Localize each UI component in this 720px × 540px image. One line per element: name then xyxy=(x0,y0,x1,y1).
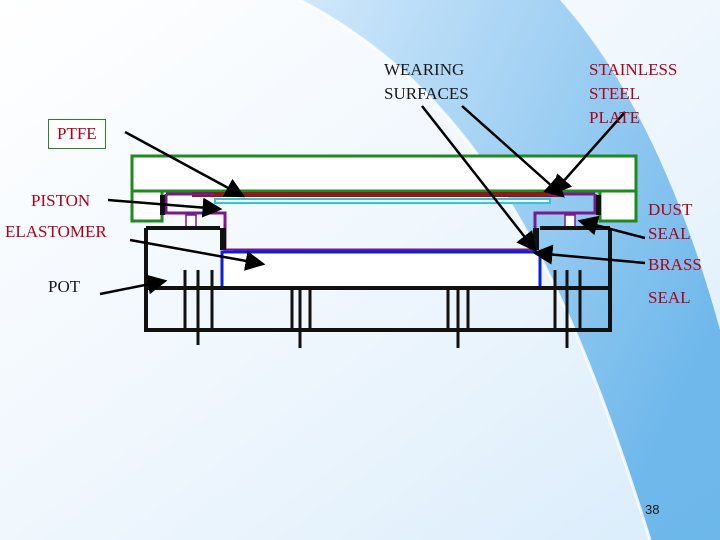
label-steel-line1: STAINLESS xyxy=(589,60,678,79)
label-ptfe: PTFE xyxy=(48,119,106,149)
label-steel-line2: STEEL xyxy=(589,84,640,103)
anchor-bolts xyxy=(183,270,582,348)
leader-lines xyxy=(99,105,646,296)
label-stainless-steel-plate: STAINLESS STEEL PLATE xyxy=(589,58,677,130)
page-number: 38 xyxy=(645,502,660,517)
label-wearing-line1: WEARING xyxy=(384,60,465,79)
decorative-swoosh xyxy=(300,0,720,540)
label-dust-line1: DUST xyxy=(648,200,693,219)
top-plate-right-lug xyxy=(598,189,638,223)
label-wearing-line2: SURFACES xyxy=(384,84,469,103)
label-pot: POT xyxy=(48,277,81,296)
top-plate-left-lug xyxy=(130,189,164,223)
label-elastomer: ELASTOMER xyxy=(5,222,107,241)
label-brass: BRASS xyxy=(648,255,702,274)
stainless-steel-plate xyxy=(192,192,564,197)
dust-seal-right xyxy=(564,214,576,228)
label-steel-line3: PLATE xyxy=(589,108,640,127)
ptfe-layer xyxy=(214,198,551,204)
label-dust-seal: DUST SEAL xyxy=(648,198,692,246)
piston-outline xyxy=(164,194,597,252)
dust-seal-left xyxy=(185,214,197,228)
label-piston: PISTON xyxy=(31,191,91,210)
label-wearing-surfaces: WEARING SURFACES xyxy=(384,58,469,106)
label-dust-line2: SEAL xyxy=(648,224,691,243)
label-seal: SEAL xyxy=(648,288,691,307)
elastomer-pad xyxy=(220,250,542,290)
